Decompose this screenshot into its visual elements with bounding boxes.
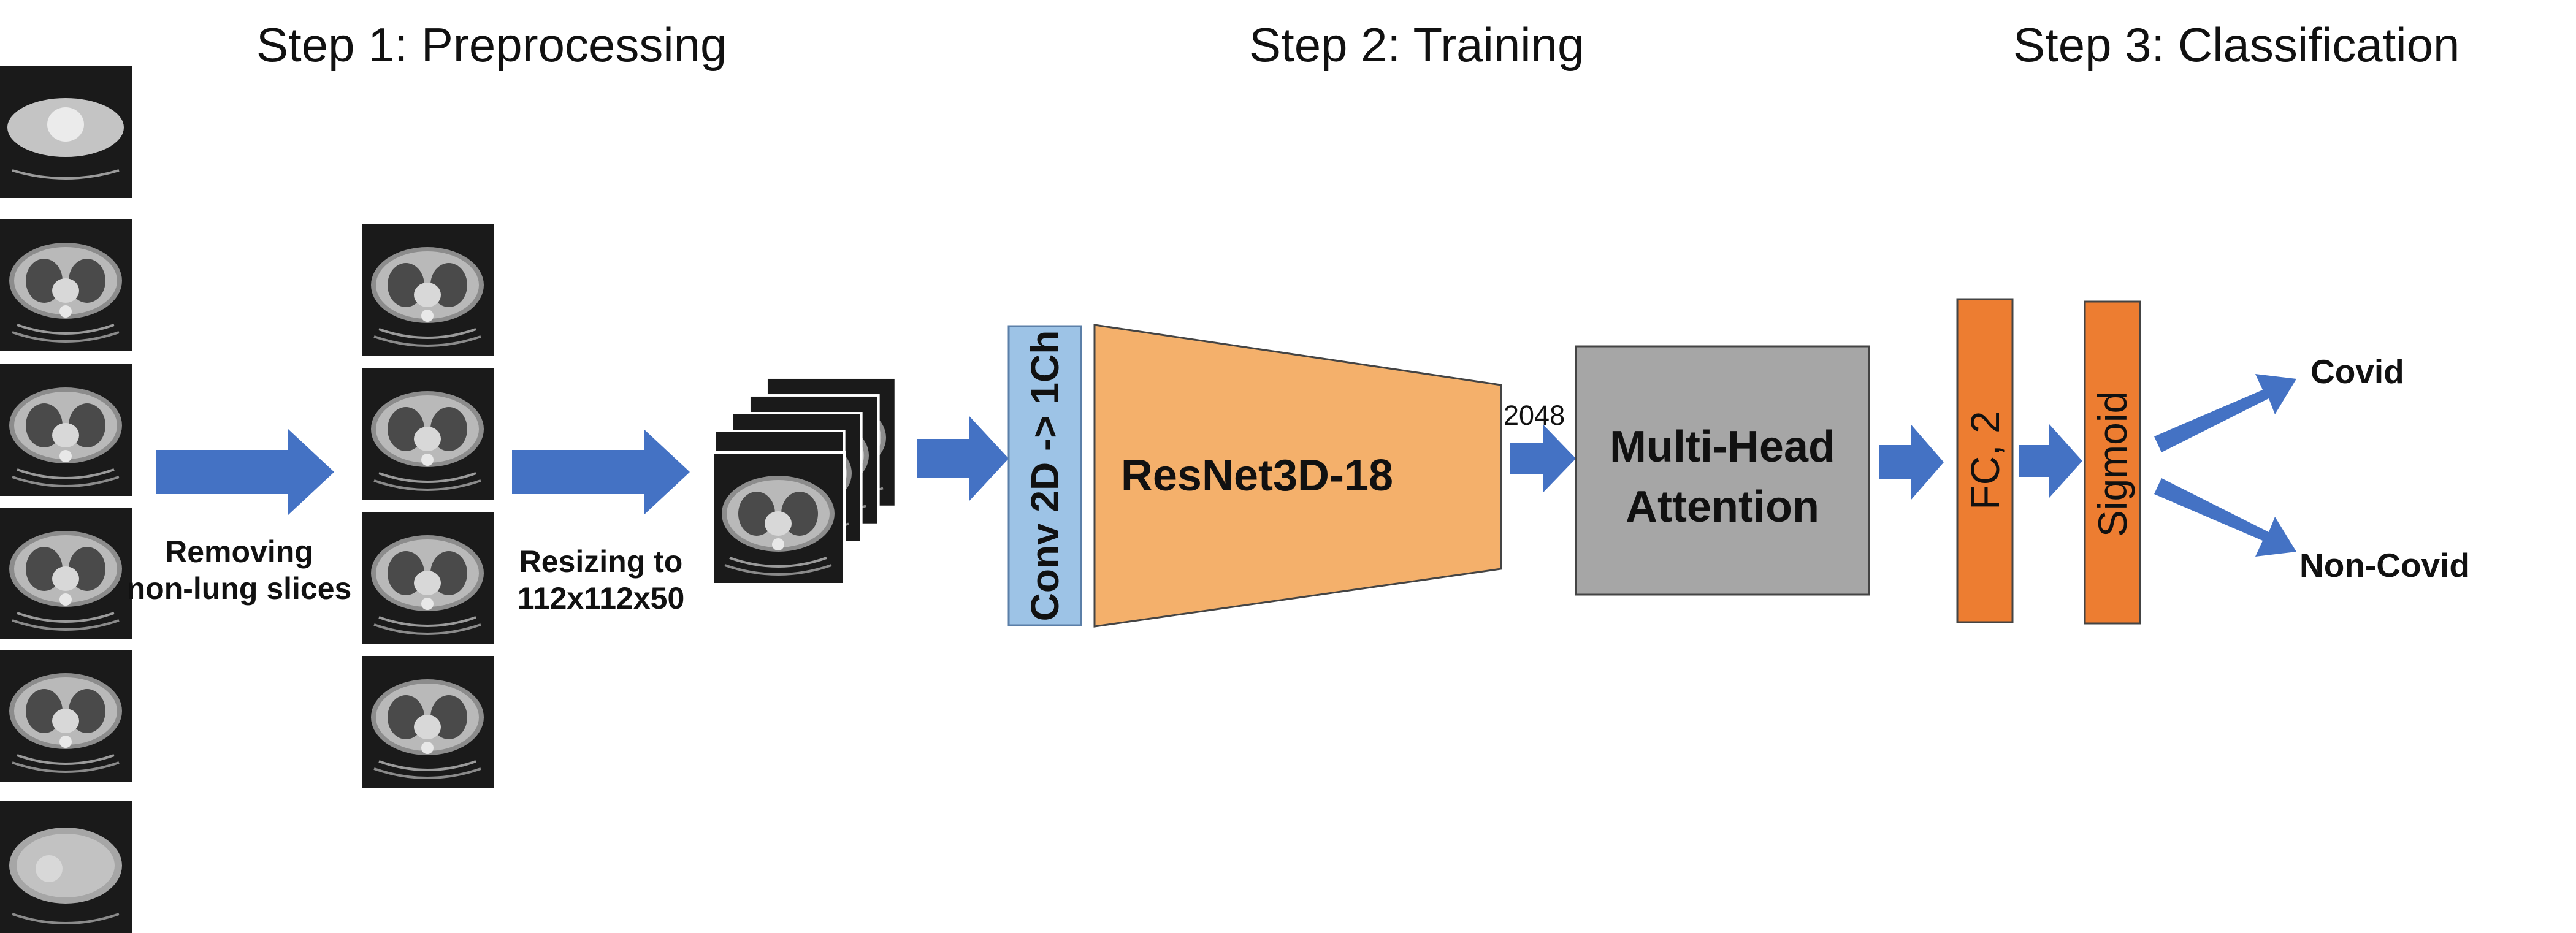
attention-label-line2: Attention [1626, 482, 1819, 531]
ct-slice-icon [0, 363, 133, 497]
resnet-block [1093, 324, 1502, 628]
conv-label: Conv 2D -> 1Ch [1023, 330, 1067, 622]
attention-label-line1: Multi-Head [1610, 422, 1835, 471]
ct-slice-icon [0, 800, 133, 933]
removing-caption: Removing non-lung slices [117, 533, 362, 607]
step-3-title: Step 3: Classification [2013, 18, 2460, 72]
resizing-caption-line2: 112x112x50 [517, 581, 685, 615]
right-arrow-icon [2154, 478, 2296, 557]
ct-slice-icon [0, 649, 133, 783]
ct-slice-icon [361, 511, 495, 645]
ct-slice-icon [0, 218, 133, 352]
ct-slice-icon [361, 223, 495, 357]
sigmoid-block [2084, 300, 2141, 625]
non-covid-label: Non-Covid [2299, 546, 2471, 584]
resizing-caption-line1: Resizing to [519, 544, 683, 579]
right-arrow-icon [1879, 424, 1944, 500]
removing-caption-line2: non-lung slices [126, 571, 352, 606]
step-2-title: Step 2: Training [1249, 18, 1584, 72]
feature-dim-label: 2048 [1504, 400, 1565, 431]
resizing-caption: Resizing to 112x112x50 [491, 543, 711, 617]
right-arrow-icon [512, 429, 690, 515]
right-arrow-icon [2154, 374, 2296, 452]
sigmoid-label: Sigmoid [2090, 390, 2135, 538]
ct-slice-icon [361, 367, 495, 501]
right-arrow-icon [1510, 424, 1576, 493]
fc-label: FC, 2 [1962, 411, 2008, 510]
step-1-title: Step 1: Preprocessing [256, 18, 727, 72]
right-arrow-icon [156, 429, 334, 515]
attention-block [1575, 345, 1870, 596]
removing-caption-line1: Removing [165, 535, 313, 569]
right-arrow-icon [917, 416, 1009, 501]
ct-slice-icon [0, 506, 133, 641]
fc-block [1956, 298, 2014, 623]
conv-block [1007, 325, 1082, 626]
right-arrow-icon [2019, 424, 2082, 498]
covid-label: Covid [2310, 352, 2404, 390]
ct-slice-icon [0, 65, 133, 199]
resnet-label: ResNet3D-18 [1120, 451, 1394, 500]
attention-label: Multi-Head Attention [1576, 417, 1869, 537]
ct-slice-icon [361, 655, 495, 789]
ct-volume-stack [711, 376, 897, 585]
